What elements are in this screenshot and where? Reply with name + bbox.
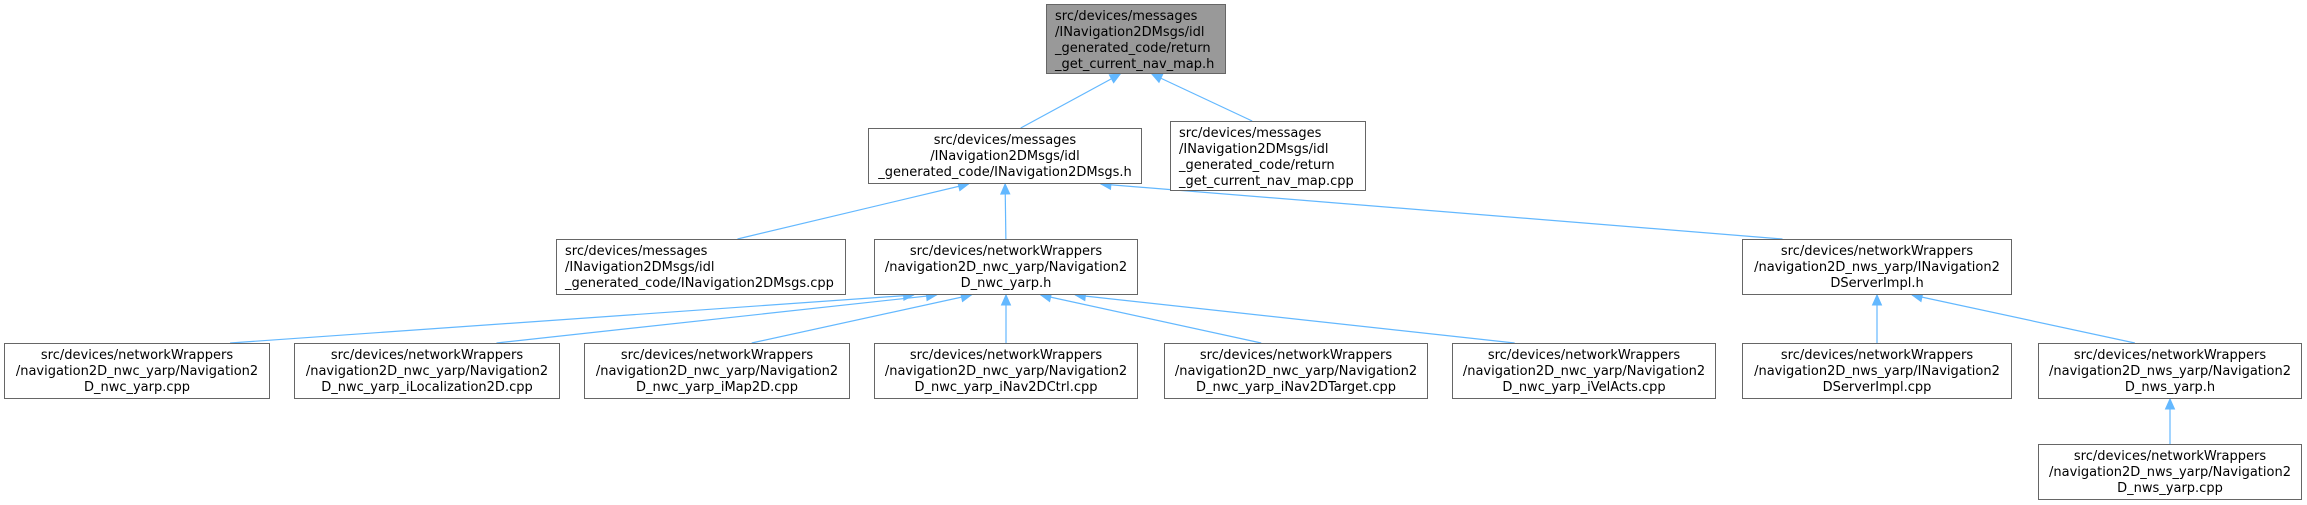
arrowhead-n13-to-n6 xyxy=(1871,293,1883,306)
arrowhead-n15-to-n14 xyxy=(2164,397,2176,410)
node-navigation2d-nwc-yarp-inav2dtarget-cpp[interactable]: src/devices/networkWrappers /navigation2… xyxy=(1164,343,1428,399)
node-navigation2d-nwc-yarp-cpp[interactable]: src/devices/networkWrappers /navigation2… xyxy=(4,343,270,399)
arrowhead-n2-to-n1 xyxy=(1108,73,1122,84)
arrowhead-n3-to-n1 xyxy=(1150,73,1164,84)
node-navigation2d-nwc-yarp-ivelacts-cpp[interactable]: src/devices/networkWrappers /navigation2… xyxy=(1452,343,1716,399)
node-navigation2d-nwc-yarp-imap2d-cpp[interactable]: src/devices/networkWrappers /navigation2… xyxy=(584,343,850,399)
edge-n14-to-n6 xyxy=(1912,294,2135,344)
node-navigation2d-nwc-yarp-inav2dctrl-cpp[interactable]: src/devices/networkWrappers /navigation2… xyxy=(874,343,1138,399)
edge-n6-to-n2 xyxy=(1100,183,1783,240)
edge-n11-to-n5 xyxy=(1040,294,1262,344)
edge-n8-to-n5 xyxy=(496,294,937,344)
node-navigation2d-nws-yarp-cpp[interactable]: src/devices/networkWrappers /navigation2… xyxy=(2038,444,2302,500)
edge-n12-to-n5 xyxy=(1075,294,1515,344)
node-navigation2d-nwc-yarp-ilocalization2d-cpp[interactable]: src/devices/networkWrappers /navigation2… xyxy=(294,343,560,399)
edge-n7-to-n5 xyxy=(230,294,914,344)
arrowhead-n10-to-n5 xyxy=(1000,293,1012,306)
edge-n4-to-n2 xyxy=(737,183,969,240)
node-navigation2d-nwc-yarp-h[interactable]: src/devices/networkWrappers /navigation2… xyxy=(874,239,1138,295)
edge-n2-to-n1 xyxy=(1020,73,1121,129)
node-return-get-current-nav-map-cpp[interactable]: src/devices/messages /INavigation2DMsgs/… xyxy=(1170,121,1366,191)
edge-n9-to-n5 xyxy=(751,294,972,344)
arrowhead-n5-to-n2 xyxy=(999,182,1011,195)
node-navigation2d-nws-yarp-h[interactable]: src/devices/networkWrappers /navigation2… xyxy=(2038,343,2302,399)
node-inavigation2dserverimpl-h[interactable]: src/devices/networkWrappers /navigation2… xyxy=(1742,239,2012,295)
node-inavigation2dmsgs-cpp[interactable]: src/devices/messages /INavigation2DMsgs/… xyxy=(556,239,846,295)
edge-n3-to-n1 xyxy=(1151,73,1253,122)
node-inavigation2dmsgs-h[interactable]: src/devices/messages /INavigation2DMsgs/… xyxy=(868,128,1142,184)
node-inavigation2dserverimpl-cpp[interactable]: src/devices/networkWrappers /navigation2… xyxy=(1742,343,2012,399)
node-return-get-current-nav-map-h[interactable]: src/devices/messages /INavigation2DMsgs/… xyxy=(1046,4,1226,74)
